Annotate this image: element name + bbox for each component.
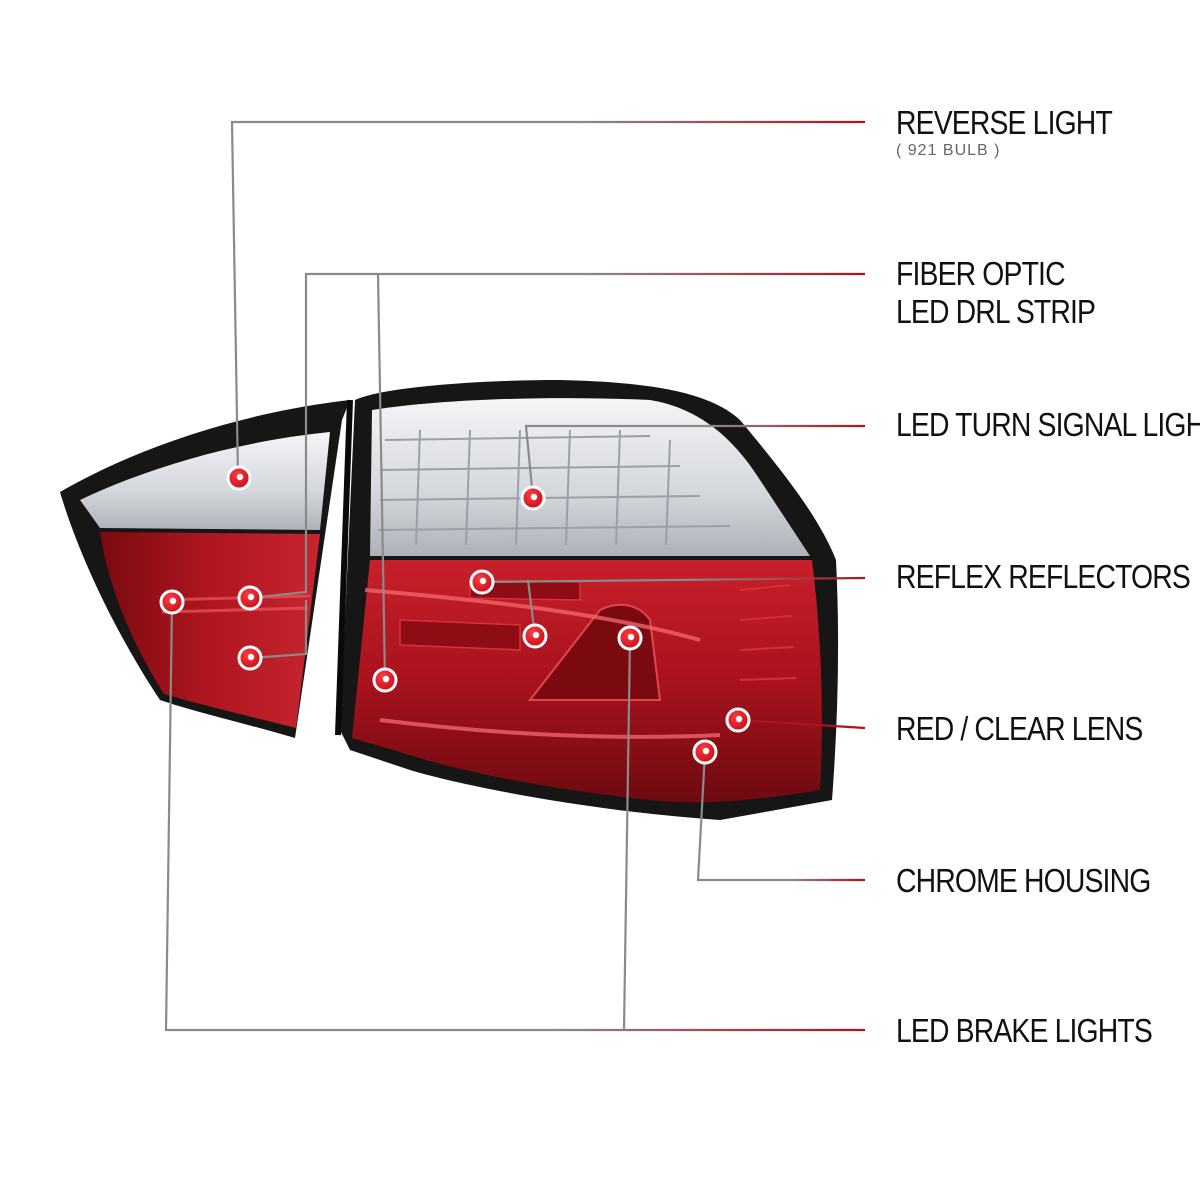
callout-dot [725, 707, 751, 733]
label-chrome-housing: CHROME HOUSING [896, 862, 1151, 899]
leader-fiber-optic [249, 272, 865, 600]
callout-dot [159, 589, 185, 615]
leader-fiber-optic-3 [376, 273, 387, 681]
callout-dot [617, 625, 643, 651]
leader-brake-lights [164, 601, 865, 1032]
leader-reflex-reflectors [481, 576, 866, 584]
label-red-clear-lens: RED / CLEAR LENS [896, 710, 1143, 747]
callout-dot [522, 623, 548, 649]
leader-reverse-light [230, 120, 865, 479]
label-reflex-reflectors: REFLEX REFLECTORS [896, 558, 1191, 595]
inner-lamp-fiber-strip [364, 588, 721, 739]
leader-brake-lights-2 [622, 637, 632, 1031]
outer-lamp-clear-section [80, 432, 330, 530]
callout-dots [159, 465, 751, 765]
outer-lamp-fiber-strip [159, 594, 311, 614]
inner-lamp-clear-section [370, 398, 810, 556]
leader-lines [164, 120, 866, 1032]
label-fiber-optic-line2: LED DRL STRIP [896, 293, 1096, 330]
leader-red-clear-lens [737, 718, 866, 730]
callout-dot [469, 569, 495, 595]
side-lens-ribs [739, 584, 797, 681]
label-reverse-light: REVERSE LIGHT [896, 104, 1113, 141]
callout-dot [226, 465, 252, 491]
callout-dot [372, 667, 398, 693]
leader-fiber-optic-2 [249, 600, 308, 660]
reflector-strip [399, 619, 521, 651]
label-reverse-light-sub: ( 921 BULB ) [896, 142, 1001, 159]
callout-dot [237, 585, 263, 611]
callout-dot [237, 645, 263, 671]
leader-turn-signal [524, 424, 865, 499]
label-led-turn-signal: LED TURN SIGNAL LIGHT [896, 406, 1200, 443]
leader-chrome-housing [696, 751, 865, 882]
label-fiber-optic-line1: FIBER OPTIC [896, 255, 1066, 292]
label-led-brake-lights: LED BRAKE LIGHTS [896, 1012, 1153, 1049]
outer-lamp-red-section [100, 532, 320, 728]
lamp-seam [335, 399, 353, 736]
callout-dot [520, 485, 546, 511]
callout-dot [692, 739, 718, 765]
